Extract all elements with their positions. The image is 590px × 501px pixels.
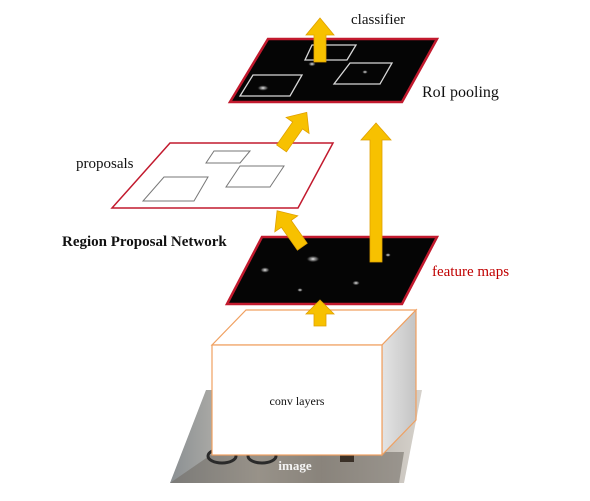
arrow-features-to-proposals-icon: [274, 210, 308, 251]
feature-maps-plane: [224, 235, 440, 306]
proposals-plane: [110, 142, 335, 209]
arrow-conv-to-features-icon: [305, 299, 335, 327]
proposal-box-2: [205, 150, 252, 164]
roi-pooling-label: RoI pooling: [422, 84, 499, 101]
image-label: image: [278, 458, 311, 473]
arrow-proposals-to-roi-icon: [276, 111, 310, 153]
proposal-box-1: [141, 176, 209, 202]
conv-layers-box: conv layers: [210, 308, 418, 457]
conv-box-front: [211, 344, 383, 456]
rpn-label: Region Proposal Network: [62, 234, 227, 250]
roi-pooling-plane: [227, 37, 440, 104]
proposal-box-3: [225, 165, 285, 188]
roi-box-2: [303, 44, 358, 61]
classifier-label: classifier: [351, 12, 405, 28]
arrow-features-to-roi-icon: [360, 122, 392, 263]
conv-layers-label: conv layers: [270, 394, 325, 408]
roi-box-3: [332, 62, 394, 85]
arrow-to-classifier-icon: [305, 17, 335, 63]
roi-box-1: [238, 74, 304, 97]
feature-maps-label: feature maps: [432, 264, 509, 280]
proposals-label: proposals: [76, 156, 134, 172]
